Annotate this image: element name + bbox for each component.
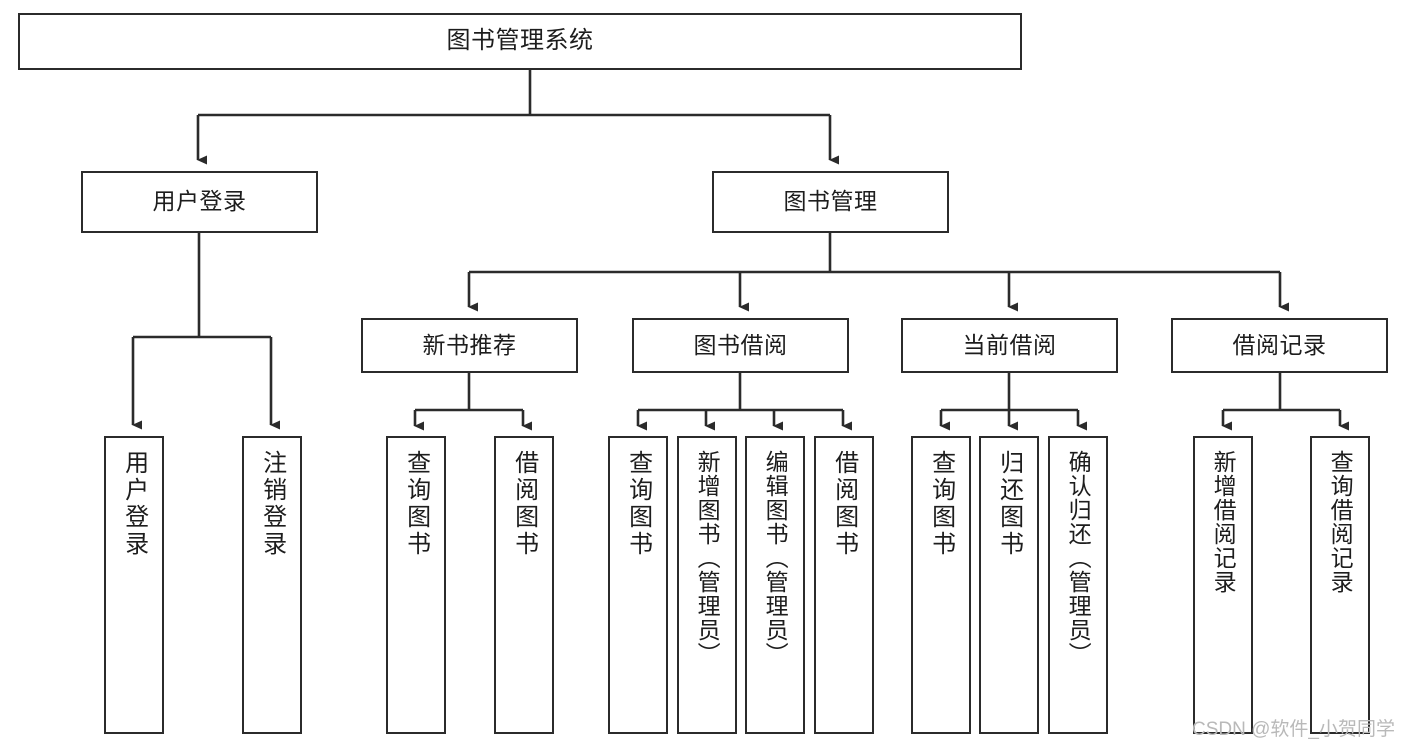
- node-label: 归还图书: [995, 450, 1023, 558]
- node-label: 新增图书（管理员）: [694, 450, 721, 666]
- node-book-borrow[interactable]: 图书借阅: [632, 318, 849, 373]
- node-leaf-query-book-borrow[interactable]: 查询图书: [608, 436, 668, 734]
- node-leaf-add-borrow-record[interactable]: 新增借阅记录: [1193, 436, 1253, 734]
- node-new-book-recommend[interactable]: 新书推荐: [361, 318, 578, 373]
- node-label: 查询图书: [624, 450, 652, 558]
- node-label: 用户登录: [120, 450, 148, 558]
- node-label: 确认归还（管理员）: [1065, 450, 1092, 666]
- node-root-book-management-system[interactable]: 图书管理系统: [18, 13, 1022, 70]
- node-leaf-query-borrow-record[interactable]: 查询借阅记录: [1310, 436, 1370, 734]
- node-label: 借阅记录: [1232, 331, 1327, 358]
- node-book-management[interactable]: 图书管理: [712, 171, 949, 233]
- node-label: 用户登录: [152, 188, 247, 215]
- node-borrow-record[interactable]: 借阅记录: [1171, 318, 1388, 373]
- node-label: 图书管理: [783, 188, 878, 215]
- node-leaf-logout[interactable]: 注销登录: [242, 436, 302, 734]
- node-label: 查询借阅记录: [1327, 450, 1354, 594]
- node-label: 图书借阅: [693, 331, 788, 358]
- node-label: 查询图书: [402, 450, 430, 558]
- watermark-text: CSDN @软件_小贺同学: [1192, 719, 1395, 740]
- node-current-borrow[interactable]: 当前借阅: [901, 318, 1118, 373]
- node-label: 借阅图书: [510, 450, 538, 558]
- node-label: 注销登录: [258, 450, 286, 558]
- node-leaf-edit-book-admin[interactable]: 编辑图书（管理员）: [745, 436, 805, 734]
- node-label: 当前借阅: [962, 331, 1057, 358]
- node-label: 新增借阅记录: [1210, 450, 1237, 594]
- node-label: 查询图书: [927, 450, 955, 558]
- node-leaf-user-login[interactable]: 用户登录: [104, 436, 164, 734]
- node-leaf-query-book-recommend[interactable]: 查询图书: [386, 436, 446, 734]
- node-leaf-confirm-return-admin[interactable]: 确认归还（管理员）: [1048, 436, 1108, 734]
- node-leaf-query-book-current[interactable]: 查询图书: [911, 436, 971, 734]
- node-label: 新书推荐: [422, 331, 517, 358]
- node-leaf-add-book-admin[interactable]: 新增图书（管理员）: [677, 436, 737, 734]
- node-label: 编辑图书（管理员）: [762, 450, 789, 666]
- node-leaf-borrow-book[interactable]: 借阅图书: [814, 436, 874, 734]
- node-label: 图书管理系统: [446, 27, 594, 55]
- node-leaf-return-book[interactable]: 归还图书: [979, 436, 1039, 734]
- node-label: 借阅图书: [830, 450, 858, 558]
- node-user-login[interactable]: 用户登录: [81, 171, 318, 233]
- node-leaf-borrow-book-recommend[interactable]: 借阅图书: [494, 436, 554, 734]
